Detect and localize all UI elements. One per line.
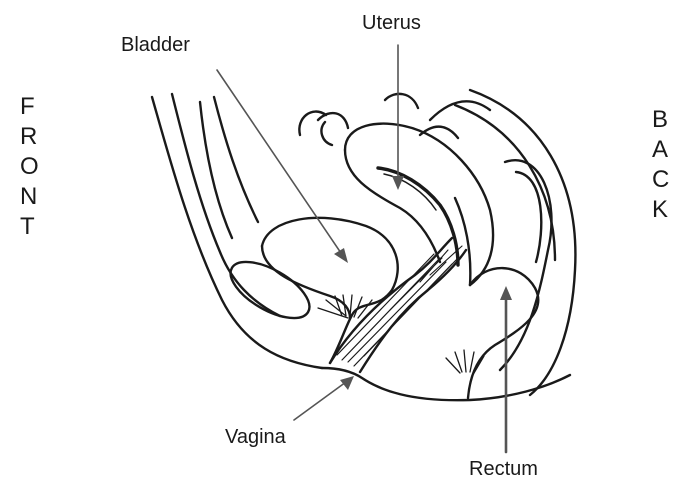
front-letter: O <box>20 152 44 182</box>
back-wall-outline <box>420 90 575 395</box>
vagina-pointer-line <box>294 382 346 420</box>
intestine-loops <box>299 94 418 145</box>
front-orientation-label: F R O N T <box>20 92 44 242</box>
front-letter: T <box>20 212 44 242</box>
back-orientation-label: B A C K <box>652 105 676 225</box>
rectum-label: Rectum <box>469 459 538 479</box>
rectum-pointer-head <box>500 286 512 300</box>
uterus-label: Uterus <box>362 13 421 33</box>
pubic-bone-shape <box>222 251 318 330</box>
uterus-shape <box>345 124 493 285</box>
vagina-pointer-head <box>340 376 354 390</box>
vagina-label: Vagina <box>225 427 286 447</box>
front-letter: R <box>20 122 44 152</box>
uterus-pointer-head <box>392 176 404 190</box>
back-letter: C <box>652 165 676 195</box>
front-letter: N <box>20 182 44 212</box>
bladder-label: Bladder <box>121 35 190 55</box>
back-letter: K <box>652 195 676 225</box>
rectum-shape <box>446 160 551 398</box>
back-letter: A <box>652 135 676 165</box>
front-wall-outline <box>152 94 322 368</box>
bladder-pointer-line <box>217 70 343 256</box>
back-letter: B <box>652 105 676 135</box>
front-letter: F <box>20 92 44 122</box>
bladder-pointer-head <box>334 248 348 263</box>
